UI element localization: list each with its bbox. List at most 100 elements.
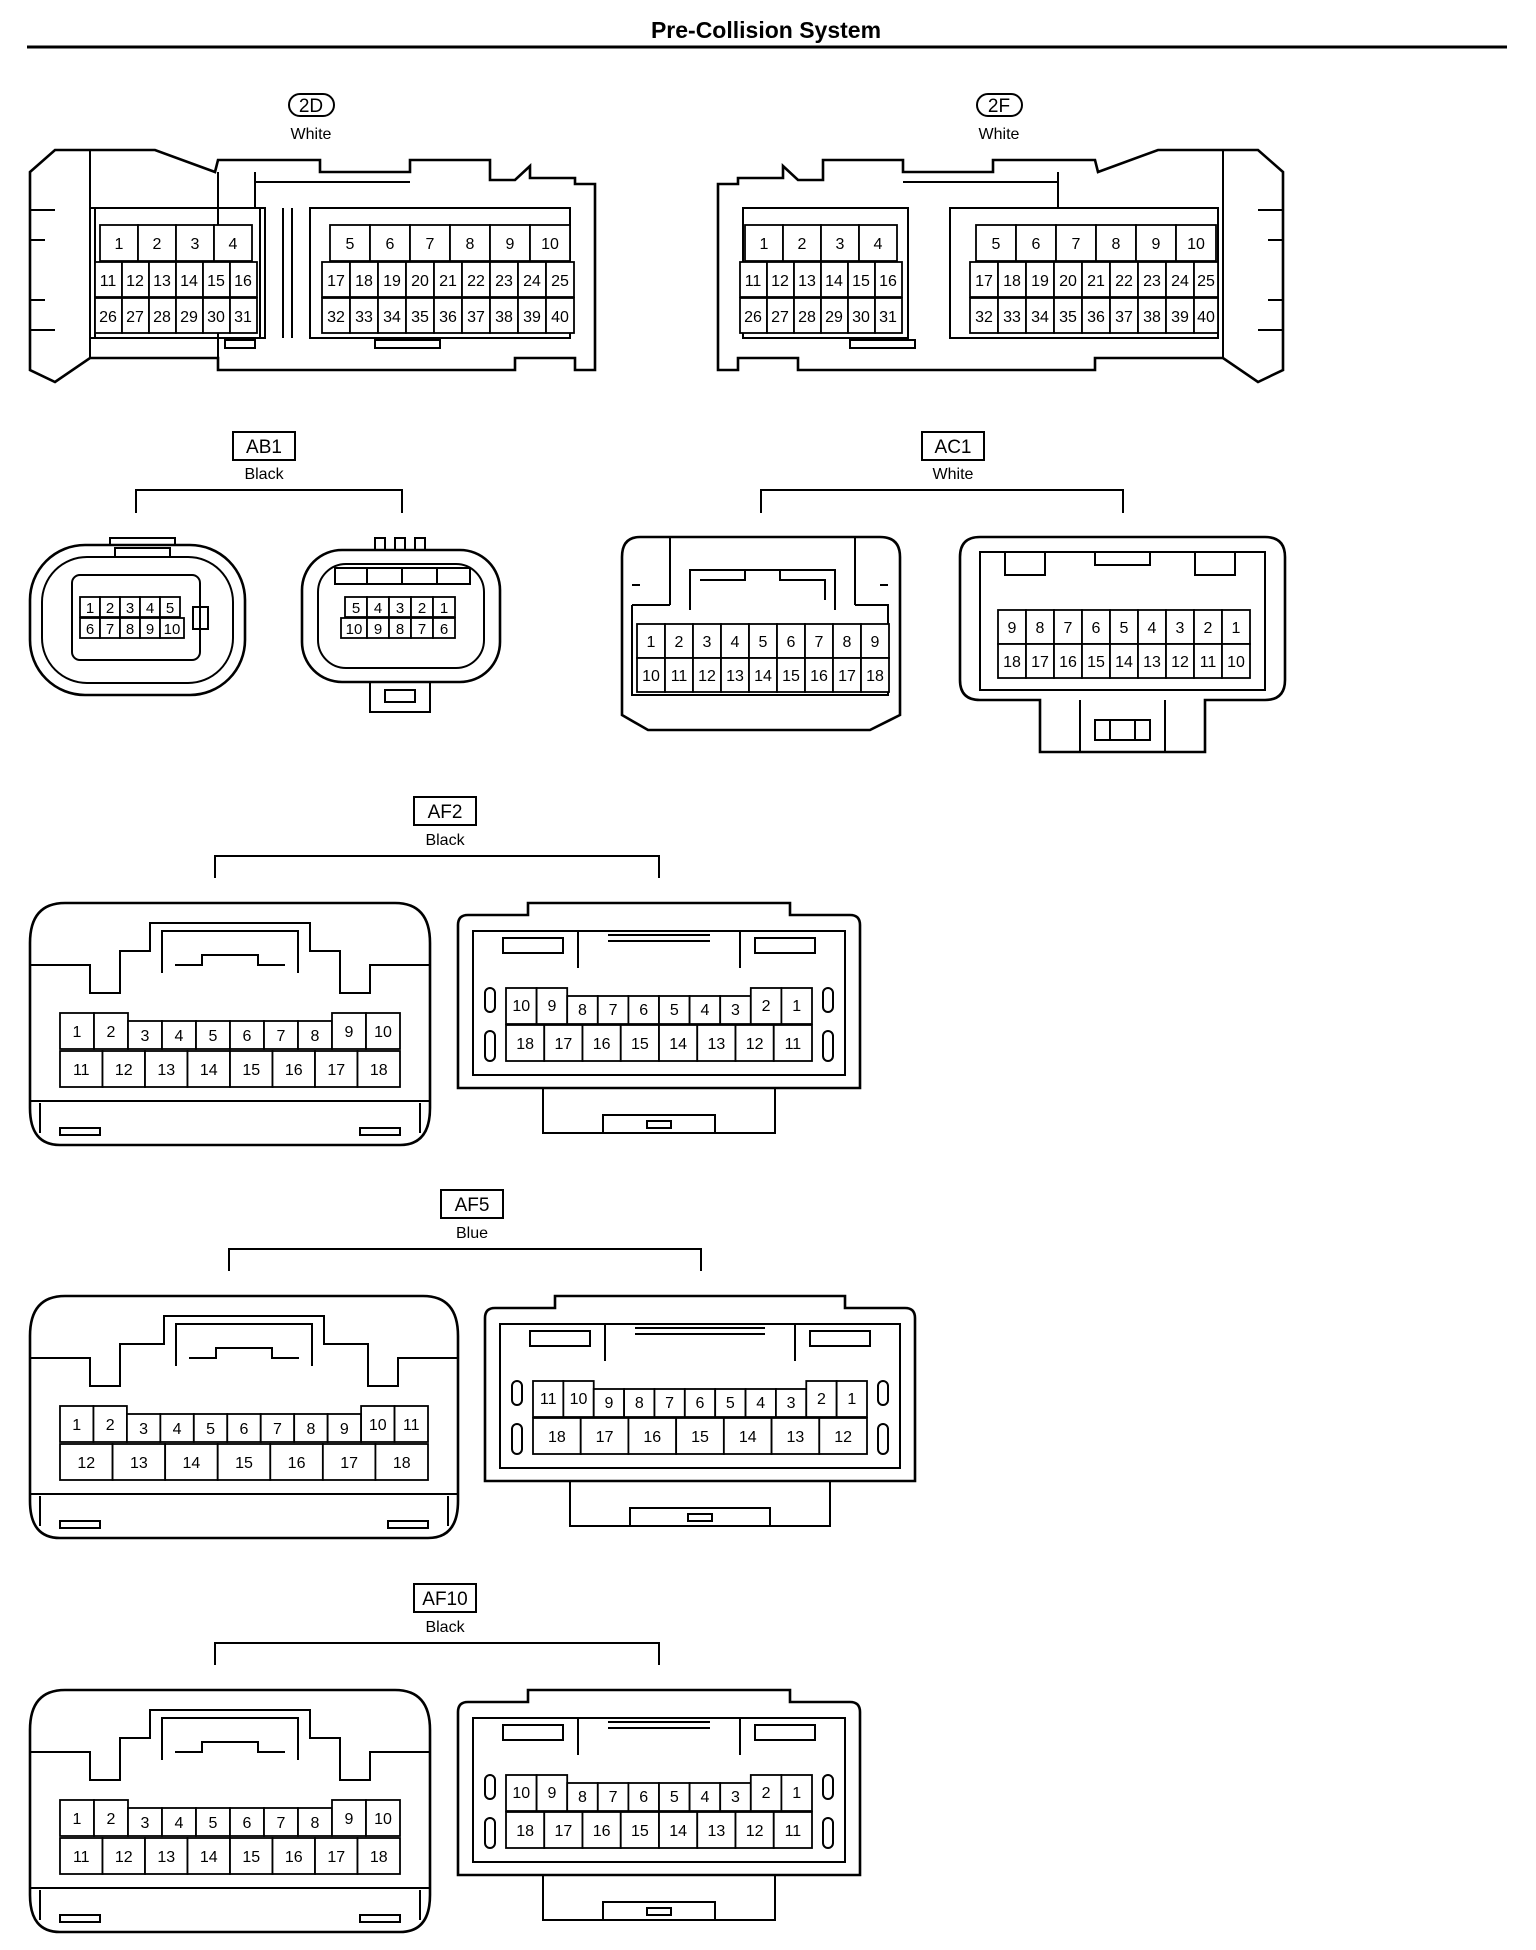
pin-label: 4 [874,236,883,253]
pin-label: 3 [126,600,134,617]
pin-cell [192,1413,229,1443]
connector-af2-right-latch [542,1088,776,1134]
connector-2f: 2F White 1 2 3 4 [716,93,1285,384]
connector-af2-color: Black [425,832,465,849]
pin-cell [433,261,463,298]
pin-label: 7 [609,1002,618,1019]
pin-cell [505,1774,538,1812]
pin-label: 4 [175,1028,184,1045]
connector-ab1-left-outer [28,543,247,697]
connector-ac1-right-outer [958,535,1287,754]
connector-2f-latch-bottom [849,339,916,349]
pin-cell [739,297,768,334]
pin-label: 7 [815,634,824,651]
pin-label: 7 [273,1421,282,1438]
pin-cell [1025,297,1055,334]
pin-label: 3 [191,236,200,253]
pin-label: 13 [157,1062,175,1079]
pin-label: 3 [139,1421,148,1438]
pin-label: 34 [1031,309,1049,326]
pin-cell [1109,643,1139,679]
connector-ab1-right-pins: 5 4 3 2 1 10 9 8 7 6 [340,596,456,639]
pin-label: 21 [439,273,457,290]
pin-cell [543,1811,584,1849]
pin-cell [818,1417,868,1455]
pin-label: 6 [787,634,796,651]
pin-cell [1053,297,1083,334]
pin-label: 6 [639,1002,648,1019]
pin-label: 6 [386,236,395,253]
pin-label: 3 [731,1789,740,1806]
pin-cell [692,657,722,693]
pin-label: 9 [340,1421,349,1438]
pin-cell [59,1050,104,1088]
pin-cell [734,1024,775,1062]
pin-cell [1175,224,1217,262]
pin-label: 15 [852,273,870,290]
connector-af2-left-lock [30,922,430,994]
connector-af10-right-inner [472,1717,846,1863]
connector-af10-left-base [30,1887,430,1923]
connector-2f-inner-walls [903,150,1283,358]
connector-ac1-right-latch [1079,700,1166,752]
pin-label: 18 [1003,273,1021,290]
pin-label: 23 [495,273,513,290]
pin-label: 15 [691,1429,709,1446]
pin-cell [835,1380,868,1418]
pin-label: 13 [707,1036,725,1053]
pin-label: 1 [847,1391,856,1408]
pin-cell [1015,224,1057,262]
pin-label: 1 [72,1417,81,1434]
pin-label: 16 [810,668,828,685]
pin-cell [719,1782,752,1812]
pin-label: 11 [403,1417,420,1434]
pin-cell [101,1050,146,1088]
pin-cell [377,261,407,298]
pin-cell [1193,643,1223,679]
pin-cell [675,1417,725,1455]
pin-label: 13 [1143,654,1161,671]
pin-cell [627,1782,660,1812]
pin-label: 9 [374,621,382,638]
connector-ab1-right-outer [300,548,502,684]
pin-label: 3 [1176,620,1185,637]
pin-label: 15 [1087,654,1105,671]
connector-ac1-color: White [933,466,974,483]
pin-label: 5 [670,1789,679,1806]
pin-label: 10 [1227,654,1245,671]
pin-cell [164,1443,219,1481]
connector-2d-pins-left: 1 2 3 4 11 12 13 14 15 16 [94,224,258,334]
pin-label: 12 [115,1849,133,1866]
pin-cell [722,1417,773,1455]
pin-label: 2 [418,600,426,617]
pin-cell [720,623,750,659]
pin-label: 16 [288,1455,306,1472]
pin-label: 5 [206,1421,215,1438]
pin-cell [658,1782,691,1812]
pin-label: 17 [596,1429,614,1446]
pin-label: 13 [787,1429,805,1446]
pin-label: 8 [311,1815,320,1832]
pin-cell [749,1774,783,1812]
pin-label: 1 [792,1785,801,1802]
pin-cell [658,995,691,1025]
pin-cell [719,995,752,1025]
pin-cell [229,297,258,334]
pin-cell [159,1413,195,1443]
pin-cell [772,1024,813,1062]
connector-af5-right-slot-right-b [877,1423,889,1455]
connector-ab1-left-face [71,574,201,661]
pin-cell [94,261,123,298]
connector-2d-pin-row: 1 2 3 4 [99,224,253,262]
connector-ac1-right-pins: 9 8 7 6 5 4 3 2 1 18 17 16 15 14 13 12 1… [997,609,1251,679]
pin-label: 22 [467,273,485,290]
pin-label: 26 [99,309,117,326]
pin-label: 24 [523,273,541,290]
pin-cell [432,596,456,618]
pin-cell [314,1837,359,1875]
connector-af10-right-slot-left-b [484,1817,496,1849]
connector-ab1-view-left: 1 2 3 4 5 6 7 8 9 10 [28,537,247,697]
connector-2f-pin-row: 1 2 3 4 [744,224,898,262]
